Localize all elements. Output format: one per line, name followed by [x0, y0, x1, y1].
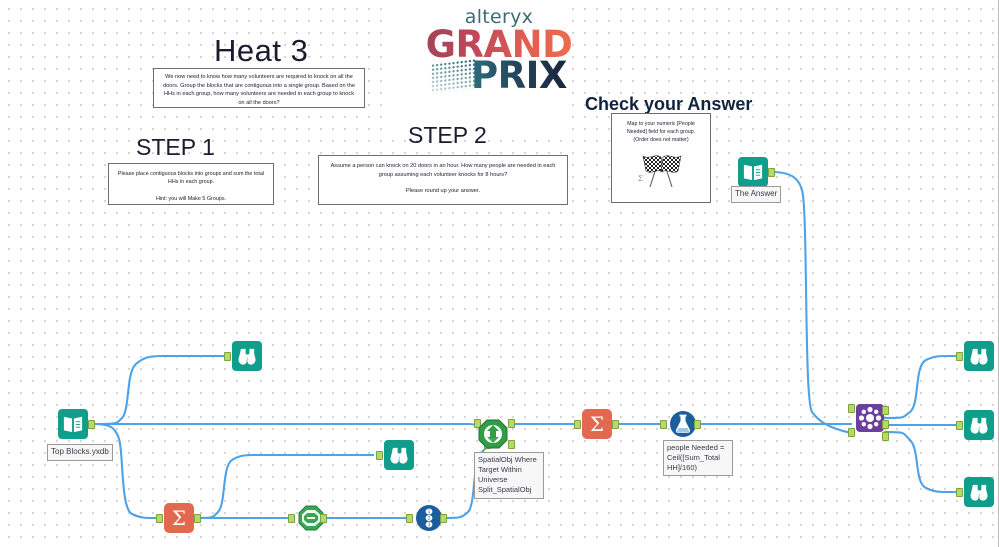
check-answer-title: Check your Answer: [585, 94, 753, 114]
join-tool[interactable]: [856, 404, 884, 432]
spatial-match-annotation: SpatialObj Where Target Within Universe …: [474, 452, 544, 499]
browse-upper-left-input-nub[interactable]: [224, 352, 231, 361]
summarize-top-input-nub[interactable]: [574, 420, 581, 429]
browse-binoculars-icon: [237, 348, 256, 365]
join-output-l-nub[interactable]: [882, 406, 889, 415]
logo-dot-map-icon: [431, 58, 478, 95]
check-answer-comment-text: Map to your numeric [People Needed] fiel…: [626, 121, 696, 144]
browse-tool-right-top[interactable]: [964, 341, 994, 371]
make-group-output-nub[interactable]: [320, 514, 327, 523]
step1-comment-text: Please place contiguous blocks into grou…: [117, 171, 265, 186]
svg-text:Σ: Σ: [590, 413, 604, 435]
logo-alteryx-wordmark: alteryx: [464, 6, 534, 28]
summarize-bottom-output-nub[interactable]: [194, 514, 201, 523]
input-top-blocks-output-nub[interactable]: [88, 420, 95, 429]
svg-text:2: 2: [428, 516, 431, 521]
svg-text:1: 1: [428, 509, 431, 514]
browse-mid-left-input-nub[interactable]: [376, 451, 383, 460]
browse-right-top-input-nub[interactable]: [956, 352, 963, 361]
record-id-input-nub[interactable]: [406, 514, 413, 523]
input-data-icon: [743, 164, 763, 181]
join-icon: [858, 406, 882, 430]
browse-right-middle-input-nub[interactable]: [956, 421, 963, 430]
join-input-left-nub[interactable]: [848, 404, 855, 413]
browse-binoculars-icon: [969, 417, 988, 434]
make-group-input-nub[interactable]: [288, 514, 295, 523]
spatial-match-input-top-nub[interactable]: [474, 419, 481, 428]
step2-comment-text: Assume a person can knock on 20 doors in…: [330, 163, 556, 178]
summarize-sigma-icon: Σ: [172, 507, 186, 529]
make-group-tool[interactable]: [296, 503, 326, 533]
step1-comment-box: Please place contiguous blocks into grou…: [108, 163, 274, 205]
formula-annotation: people Needed = Ceil([Sum_Total HH]/160): [663, 440, 733, 477]
input-the-answer-label: The Answer: [731, 186, 782, 203]
logo-prix-wordmark: PRIX: [471, 54, 567, 98]
spatial-match-icon: [478, 419, 508, 449]
summarize-top-output-nub[interactable]: [612, 420, 619, 429]
check-answer-comment-box: Map to your numeric [People Needed] fiel…: [611, 113, 711, 203]
page-title: Heat 3: [214, 33, 309, 68]
formula-output-nub[interactable]: [694, 420, 701, 429]
step1-hint-text: Hint: you will Make 5 Groups.: [155, 195, 227, 202]
step2-hint-text: Please round up your answer.: [405, 188, 480, 195]
make-group-icon: [298, 505, 324, 531]
spatial-match-tool[interactable]: [478, 419, 508, 449]
step2-title: STEP 2: [408, 122, 487, 148]
input-data-icon: [63, 416, 83, 433]
formula-input-nub[interactable]: [660, 420, 667, 429]
browse-binoculars-icon: [969, 484, 988, 501]
browse-binoculars-icon: [389, 447, 408, 464]
browse-binoculars-icon: [969, 348, 988, 365]
svg-text:Σ: Σ: [638, 175, 643, 183]
spatial-match-output-top-nub[interactable]: [508, 419, 515, 428]
input-top-blocks-label: Top Blocks.yxdb: [47, 444, 113, 461]
svg-text:3: 3: [428, 522, 431, 527]
browse-tool-right-bottom[interactable]: [964, 477, 994, 507]
input-tool-the-answer[interactable]: [738, 157, 768, 187]
spatial-match-output-bottom-nub[interactable]: [508, 440, 515, 449]
input-tool-top-blocks[interactable]: [58, 409, 88, 439]
summarize-bottom-input-nub[interactable]: [156, 514, 163, 523]
alteryx-grand-prix-logo: alteryx GRAND PRIX: [424, 6, 574, 98]
intro-comment-box: We now need to know how many volunteers …: [153, 68, 365, 108]
input-the-answer-output-nub[interactable]: [768, 168, 775, 177]
intro-comment-text: We now need to know how many volunteers …: [163, 74, 355, 106]
checkered-flags-icon: Σ: [638, 154, 682, 187]
formula-icon: [670, 411, 696, 437]
record-id-output-nub[interactable]: [440, 514, 447, 523]
logo-grand-wordmark: GRAND: [425, 23, 573, 66]
formula-tool[interactable]: [668, 409, 698, 439]
summarize-tool-top[interactable]: Σ: [582, 409, 612, 439]
summarize-tool-bottom[interactable]: Σ: [164, 503, 194, 533]
browse-right-bottom-input-nub[interactable]: [956, 488, 963, 497]
step1-title: STEP 1: [136, 134, 215, 160]
step2-comment-box: Assume a person can knock on 20 doors in…: [318, 155, 568, 205]
browse-tool-right-middle[interactable]: [964, 410, 994, 440]
join-output-r-nub[interactable]: [882, 432, 889, 441]
browse-tool-mid-left[interactable]: [384, 440, 414, 470]
join-output-j-nub[interactable]: [882, 420, 889, 429]
svg-text:Σ: Σ: [172, 507, 186, 529]
summarize-sigma-icon: Σ: [590, 413, 604, 435]
browse-tool-upper-left[interactable]: [232, 341, 262, 371]
record-id-icon: 1 23: [416, 505, 442, 531]
join-input-right-nub[interactable]: [848, 428, 855, 437]
